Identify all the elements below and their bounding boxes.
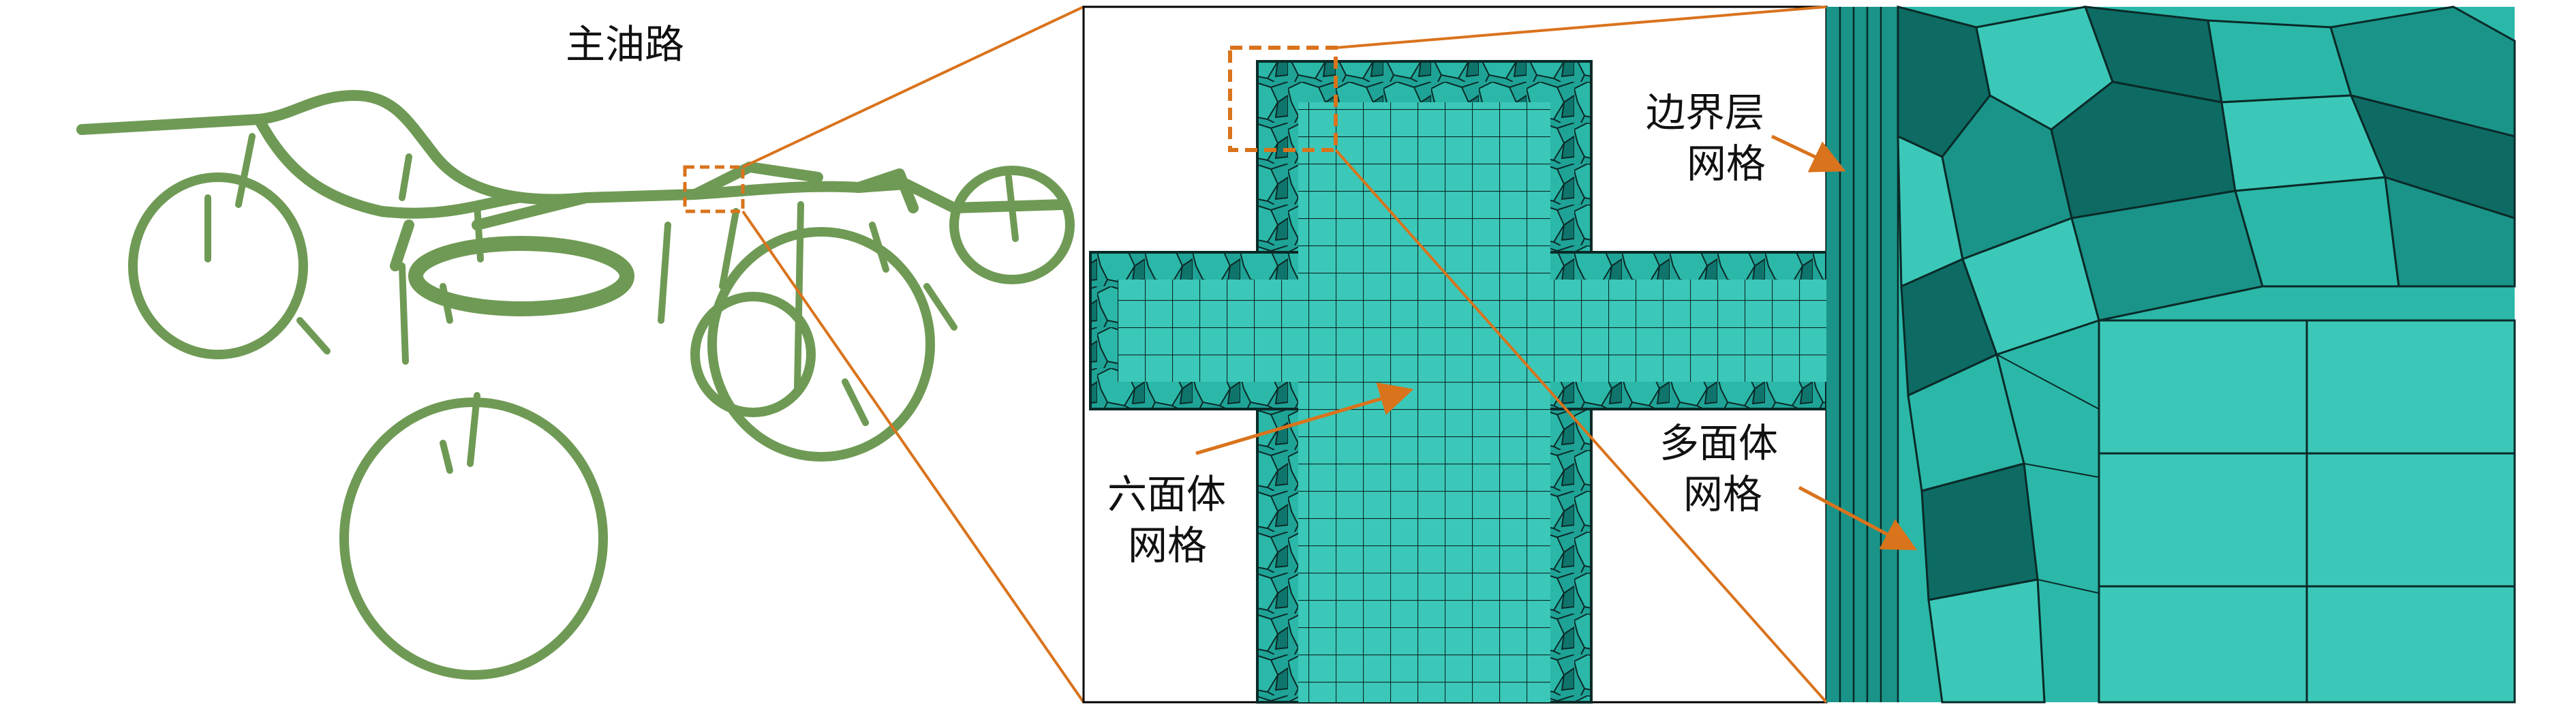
- polyhedral-arrow-icon: [1798, 485, 1918, 551]
- pipe-stubs: [204, 133, 1019, 474]
- hexahedral-mesh-label-1: 六面体: [1107, 471, 1226, 517]
- main-oil-circuit-label: 主油路: [566, 21, 684, 67]
- boundary-layer-closeup-panel: 边界层 网格 多面体 网格: [1646, 5, 2516, 704]
- boundary-layer-label-1: 边界层: [1646, 89, 1764, 136]
- zoom-connectors-2: [1334, 5, 1828, 704]
- mesh-cross: [1089, 60, 1828, 704]
- zoom-connectors-1: [741, 5, 1085, 704]
- hexahedral-arrow-icon: [1195, 382, 1414, 455]
- ring-pipes: [128, 166, 1075, 680]
- polyhedral-mesh-label-2: 网格: [1683, 471, 1762, 517]
- boundary-layer-arrow-icon: [1770, 134, 1846, 172]
- boundary-layer-label-2: 网格: [1687, 140, 1766, 187]
- cross-section-mesh-panel: 六面体 网格: [1082, 5, 1828, 704]
- oil-circuit-model: 主油路: [76, 21, 1075, 680]
- zoom-box-model: [683, 165, 745, 213]
- closeup-mesh: [1826, 5, 2516, 704]
- hexahedral-mesh-label-2: 网格: [1128, 522, 1207, 569]
- zoom-box-section: [1228, 46, 1338, 152]
- polyhedral-mesh-label-1: 多面体: [1659, 420, 1778, 466]
